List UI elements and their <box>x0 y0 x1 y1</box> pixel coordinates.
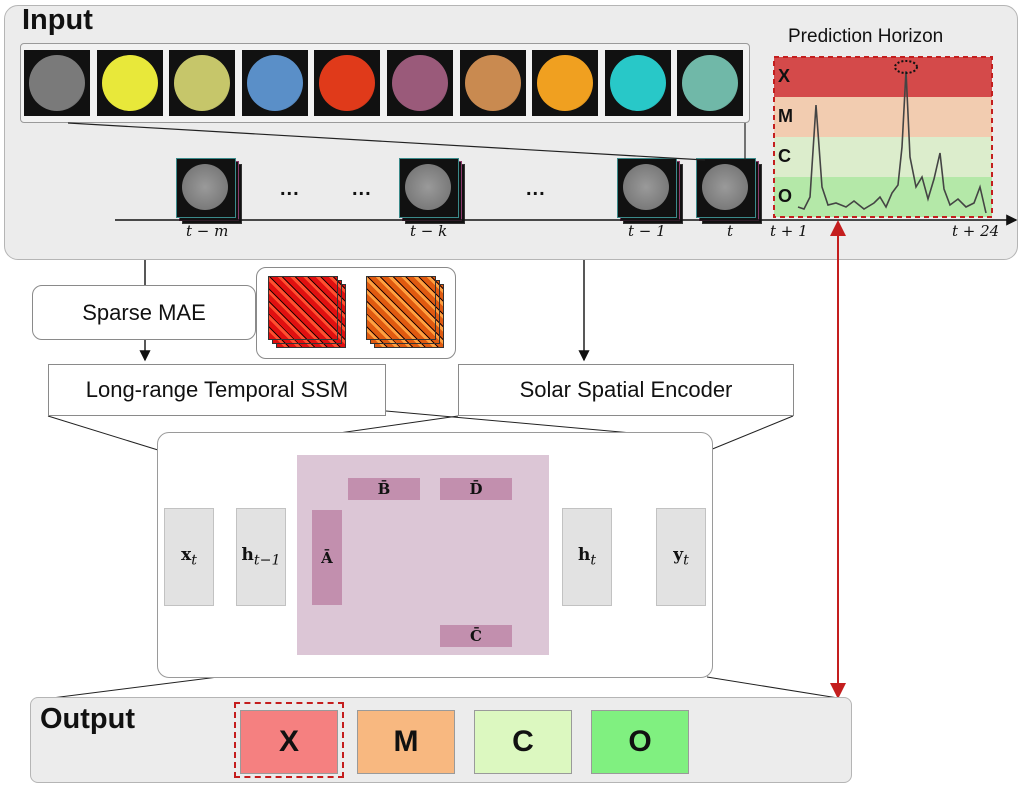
horizon-series <box>797 60 987 214</box>
output-class-x: X <box>240 710 338 774</box>
sparse-mae-box: Sparse MAE <box>32 285 256 340</box>
horizon-band-label: X <box>778 66 791 86</box>
y-t-box: yt <box>656 508 706 606</box>
temporal-ssm-box: Long-range Temporal SSM <box>48 364 386 416</box>
predicted-class-highlight <box>234 702 344 778</box>
channel-thumbnail <box>169 50 236 116</box>
a-bar-box: Ā <box>312 510 342 605</box>
sun-disk <box>537 55 594 111</box>
b-bar-box: B̄ <box>348 478 420 500</box>
horizon-band-label: C <box>778 146 791 166</box>
time-label-t-plus-24: t + 24 <box>952 222 1000 240</box>
sun-disk <box>405 164 451 210</box>
sun-disk <box>246 55 303 111</box>
masked-cube-orange <box>366 276 436 340</box>
sun-disk <box>319 55 376 111</box>
peak-highlight-ellipse <box>894 60 918 74</box>
flux-series-line <box>797 70 987 214</box>
h-t-box: ht <box>562 508 612 606</box>
sun-disk <box>702 164 748 210</box>
output-class-m: M <box>357 710 455 774</box>
ellipsis-2: ... <box>352 178 372 200</box>
sun-disk <box>623 164 669 210</box>
sun-disk <box>392 55 448 111</box>
channel-thumbnail <box>314 50 381 116</box>
channel-thumbnail <box>387 50 453 116</box>
temporal-ssm-label: Long-range Temporal SSM <box>85 377 349 402</box>
a-bar-label: Ā <box>321 548 333 567</box>
y-t-label: yt <box>673 545 689 569</box>
h-t-label: ht <box>577 545 597 569</box>
c-bar-label: C̄ <box>470 627 482 645</box>
output-class-o: O <box>591 710 689 774</box>
frame-thumbnail <box>176 158 236 218</box>
masked-cube-red <box>268 276 338 340</box>
sun-disk <box>464 55 521 111</box>
frame-thumbnail <box>399 158 459 218</box>
horizon-band-c: C <box>774 137 992 177</box>
spatial-encoder-box: Solar Spatial Encoder <box>458 364 794 416</box>
d-bar-label: D̄ <box>469 480 483 498</box>
horizon-band-label: M <box>778 106 793 126</box>
input-title: Input <box>22 4 93 36</box>
channel-thumbnail <box>677 50 744 116</box>
frame-thumbnail <box>617 158 677 218</box>
output-class-c: C <box>474 710 572 774</box>
time-label-t: t <box>727 222 734 240</box>
x-t-box: xt <box>164 508 214 606</box>
channel-thumbnail <box>96 50 163 116</box>
time-label-t-minus-k: t − k <box>410 222 448 240</box>
d-bar-box: D̄ <box>440 478 512 500</box>
x-t-label: xt <box>181 545 197 569</box>
time-label-t-minus-1: t − 1 <box>628 222 666 240</box>
frame-thumbnail <box>696 158 756 218</box>
h-prev-label: ht−1 <box>241 545 281 569</box>
horizon-band-label: O <box>778 186 793 206</box>
sparse-mae-label: Sparse MAE <box>82 299 206 325</box>
output-title: Output <box>40 703 136 735</box>
channel-thumbnail <box>241 50 308 116</box>
horizon-band-x: X <box>774 57 992 97</box>
c-bar-box: C̄ <box>440 625 512 647</box>
sun-disk <box>682 55 739 111</box>
sun-disk <box>609 55 666 111</box>
horizon-band-m: M <box>774 97 992 137</box>
channel-thumbnail <box>24 50 90 116</box>
time-label-t-plus-1: t + 1 <box>770 222 808 240</box>
channel-thumbnail <box>604 50 671 116</box>
sun-disk <box>29 55 85 111</box>
sun-disk <box>101 55 158 111</box>
b-bar-label: B̄ <box>377 480 391 498</box>
sun-disk <box>174 55 231 111</box>
ellipsis-3: ... <box>526 178 546 200</box>
ellipsis-1: ... <box>280 178 300 200</box>
time-label-t-minus-m: t − m <box>186 222 229 240</box>
sun-disk <box>182 164 228 210</box>
h-prev-box: ht−1 <box>236 508 286 606</box>
prediction-horizon-title: Prediction Horizon <box>788 26 944 47</box>
channel-thumbnail <box>532 50 599 116</box>
spatial-encoder-label: Solar Spatial Encoder <box>519 377 733 402</box>
channel-thumbnail <box>459 50 526 116</box>
